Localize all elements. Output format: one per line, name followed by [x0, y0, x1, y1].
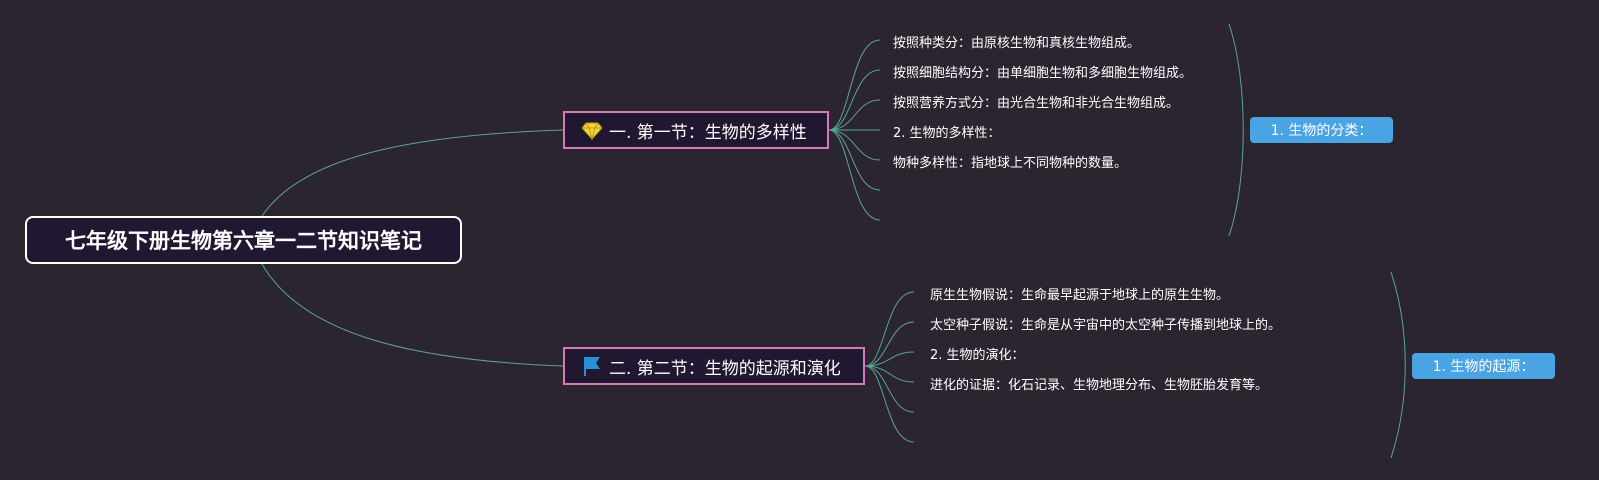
leaf-text[interactable]: 2. 生物的演化： — [930, 348, 1025, 363]
summary-tag-origin[interactable]: 1. 生物的起源： — [1412, 353, 1555, 379]
section-origin-evolution[interactable]: 二. 第二节：生物的起源和演化 — [563, 347, 865, 385]
leaf-text[interactable]: 按照营养方式分：由光合生物和非光合生物组成。 — [893, 96, 1180, 111]
leaf-text[interactable]: 物种多样性：指地球上不同物种的数量。 — [893, 156, 1128, 171]
root-title: 七年级下册生物第六章一二节知识笔记 — [65, 229, 422, 253]
leaf-text[interactable]: 进化的证据：化石记录、生物地理分布、生物胚胎发育等。 — [930, 378, 1269, 393]
summary-label: 1. 生物的起源： — [1432, 359, 1535, 375]
leaf-text[interactable]: 2. 生物的多样性： — [893, 126, 1001, 141]
section-biodiversity[interactable]: 一. 第一节：生物的多样性 — [563, 111, 829, 149]
root-topic[interactable]: 七年级下册生物第六章一二节知识笔记 — [25, 216, 462, 264]
leaf-text[interactable]: 按照种类分：由原核生物和真核生物组成。 — [893, 36, 1141, 51]
diamond-icon — [581, 119, 603, 141]
section-label: 二. 第二节：生物的起源和演化 — [609, 358, 841, 379]
section-label: 一. 第一节：生物的多样性 — [609, 122, 807, 143]
summary-label: 1. 生物的分类： — [1270, 123, 1373, 139]
leaf-text[interactable]: 太空种子假说：生命是从宇宙中的太空种子传播到地球上的。 — [930, 318, 1282, 333]
leaf-text[interactable]: 按照细胞结构分：由单细胞生物和多细胞生物组成。 — [893, 66, 1193, 81]
flag-icon — [581, 355, 603, 377]
leaf-text[interactable]: 原生生物假说：生命最早起源于地球上的原生生物。 — [930, 288, 1230, 303]
summary-tag-classification[interactable]: 1. 生物的分类： — [1250, 117, 1393, 143]
